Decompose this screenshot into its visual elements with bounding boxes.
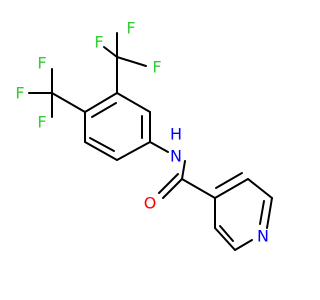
atom-pyridine-nitrogen: N <box>257 227 269 246</box>
bond-ring-c3-c4 <box>84 141 118 161</box>
atom-fluorine-3: F <box>152 58 161 77</box>
bond-pyr-c5-c6-inner <box>219 225 234 242</box>
bond-ring-c6-c1 <box>116 92 151 113</box>
bond-ring-c3-c4-inner <box>89 137 115 152</box>
bond-cf3-upper-f3 <box>116 56 147 67</box>
bond-pyr-c1-c2 <box>214 178 249 199</box>
bond-pyr-c2-c3 <box>247 178 273 199</box>
bond-nh-to-carbonyl <box>181 160 186 180</box>
bond-pyr-c1-c2-inner <box>215 172 243 189</box>
atom-fluorine-2: F <box>126 19 135 38</box>
bond-ring-to-nh <box>149 141 169 153</box>
bond-pyr-n-c5 <box>234 239 253 251</box>
bond-carbonyl-to-o <box>162 178 183 199</box>
bond-pyr-c3-n <box>266 197 273 229</box>
bond-ring-c5-c6-inner <box>91 102 117 118</box>
bond-pyr-c5-c6 <box>214 227 236 251</box>
atom-fluorine-1: F <box>94 33 103 52</box>
bond-carbonyl-to-pyridine <box>181 178 216 199</box>
bond-pyr-c3-n-inner <box>259 200 265 225</box>
bond-carbonyl-to-o-second <box>158 173 179 194</box>
bond-ring-to-cf3-left <box>51 92 86 113</box>
bond-cf3-upper-f1 <box>103 46 118 58</box>
bond-layer <box>28 32 273 251</box>
bond-ring-c2-c3 <box>116 141 151 161</box>
atom-amide-nitrogen: N <box>170 147 182 166</box>
molecule-diagram: F F F F F F N H O N <box>15 19 273 251</box>
atom-carbonyl-oxygen: O <box>144 194 157 213</box>
atom-fluorine-4: F <box>37 54 46 73</box>
atom-amide-hydrogen: H <box>170 125 182 144</box>
bond-ring-c5-c6 <box>84 92 118 113</box>
atom-label-layer: F F F F F F N H O N <box>15 19 269 246</box>
atom-fluorine-6: F <box>37 113 46 132</box>
atom-fluorine-5: F <box>15 84 24 103</box>
